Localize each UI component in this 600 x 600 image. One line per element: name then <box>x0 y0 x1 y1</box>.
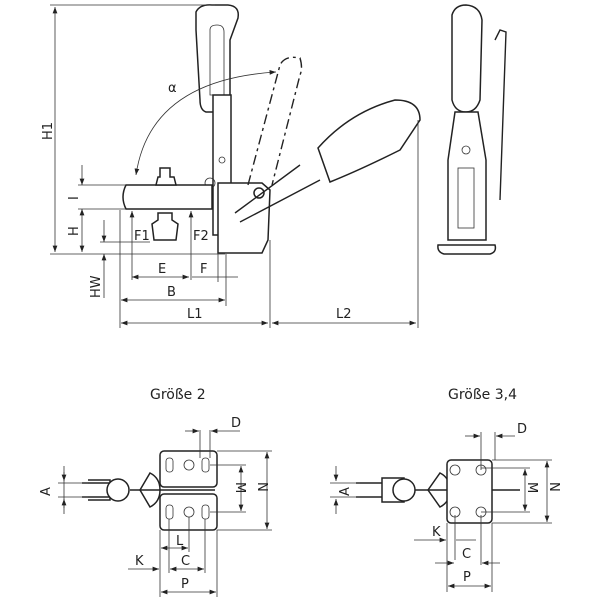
alpha-arc <box>134 70 277 176</box>
size34-plate <box>446 459 493 524</box>
label-E: E <box>158 262 166 277</box>
size34-label-N: N <box>546 482 561 492</box>
size34-label-K: K <box>432 525 441 540</box>
size2-title: Größe 2 <box>150 387 206 403</box>
size2-view: Größe 2 D M N A L K C P <box>39 387 272 597</box>
size2-label-M: M <box>232 482 247 493</box>
size2-label-C: C <box>181 554 190 569</box>
size34-label-C: C <box>462 547 471 562</box>
label-F1: F1 <box>134 229 150 244</box>
bolt-nut <box>155 167 177 186</box>
label-F: F <box>200 262 207 277</box>
spindle-pad <box>151 212 179 241</box>
label-B: B <box>167 285 176 300</box>
size34-label-D: D <box>517 422 527 437</box>
size2-plate-top <box>159 450 218 488</box>
label-H: H <box>67 226 82 236</box>
label-alpha: α <box>168 81 177 96</box>
front-body <box>447 111 487 241</box>
size34-title: Größe 3,4 <box>448 387 517 403</box>
size34-label-P: P <box>463 570 471 585</box>
label-I: I <box>67 196 82 200</box>
label-L2: L2 <box>336 307 352 322</box>
size2-label-P: P <box>181 577 189 592</box>
size34-spindle-head <box>392 478 416 502</box>
size2-label-N: N <box>254 482 269 492</box>
size2-plate-bottom <box>159 493 218 531</box>
clamp-body <box>217 182 271 254</box>
label-F2: F2 <box>193 229 209 244</box>
front-handle <box>451 4 483 113</box>
handle-open <box>234 164 321 223</box>
front-base <box>437 244 497 255</box>
handle-phantom <box>247 56 303 186</box>
size2-label-A: A <box>39 487 54 496</box>
size2-label-L: L <box>176 534 184 549</box>
label-H1: H1 <box>41 122 56 140</box>
spindle-bar <box>122 184 213 210</box>
size34-label-M: M <box>524 482 539 493</box>
main-view: α H1 I H HW F1 F2 E F B <box>41 4 421 328</box>
front-view <box>437 4 507 255</box>
size2-label-K: K <box>135 554 144 569</box>
size34-label-A: A <box>338 487 353 496</box>
size2-label-D: D <box>231 416 241 431</box>
label-HW: HW <box>89 275 104 298</box>
size2-spindle-head <box>106 478 130 502</box>
size34-view: Größe 3,4 D M N A K C P <box>330 387 561 592</box>
label-L1: L1 <box>187 307 203 322</box>
